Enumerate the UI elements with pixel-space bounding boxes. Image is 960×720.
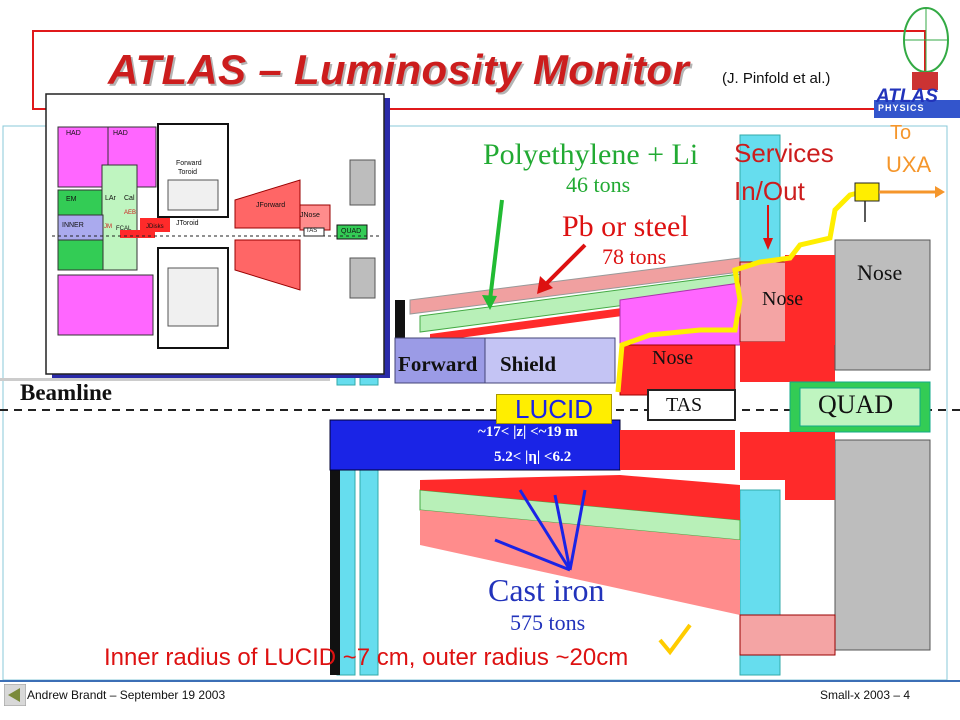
inset-toroid-core-low — [167, 267, 219, 327]
title-frame — [32, 30, 926, 110]
inset-fcal-label: FCAL — [116, 226, 132, 232]
pmts-label: PMTs — [846, 222, 894, 243]
nose-center-label: Nose — [652, 347, 694, 369]
inset-quad-label: QUAD — [341, 228, 362, 235]
check-mark — [658, 623, 692, 656]
atlas-logo — [874, 7, 960, 118]
quad-inner — [799, 387, 921, 427]
pb-label: Pb or steel — [562, 210, 689, 243]
forward-label: Forward — [398, 352, 478, 376]
footer-author: Andrew Brandt – September 19 2003 — [27, 688, 226, 702]
inset-jnose — [299, 204, 331, 231]
in-out-label: In/Out — [734, 176, 805, 206]
lower-red-block — [620, 430, 735, 470]
inset-lar — [101, 164, 138, 271]
inset-jforward-label: JForward — [256, 202, 286, 209]
forward-block — [394, 337, 486, 384]
inset-had1: HAD — [66, 130, 81, 137]
lower-nose-block — [739, 614, 836, 656]
footer-page: Small-x 2003 – 4 — [820, 688, 911, 702]
services-label: Services — [734, 138, 834, 168]
inset-tas — [303, 227, 325, 237]
services-arrowhead — [763, 238, 773, 250]
pb-arrow — [543, 243, 587, 287]
band — [0, 378, 330, 381]
inset-fcal — [120, 230, 155, 238]
inset-had2: HAD — [113, 130, 128, 137]
inset-lar-label: LAr — [105, 195, 116, 202]
inset-jnose-label: JNose — [300, 212, 320, 219]
inset-tas-label: TAS — [306, 228, 318, 234]
inset-toroid-core — [167, 179, 219, 211]
poly-tons-label: 46 tons — [566, 172, 631, 197]
shield-label: Shield — [500, 352, 557, 376]
eta-range-label: 5.2< |η| <6.2 — [494, 449, 572, 465]
red-side — [785, 255, 835, 345]
inset-forward-toroid-2: Toroid — [178, 169, 198, 176]
quad-label: QUAD — [818, 390, 894, 419]
inset-had-low — [57, 274, 154, 336]
lucid-label: LUCID — [496, 394, 612, 424]
nose-grey-block — [834, 239, 931, 371]
cast-iron-tons-label: 575 tons — [510, 610, 586, 635]
uxa-label: UXA — [886, 152, 932, 177]
atlas-logo-text: ATLAS — [876, 86, 938, 107]
lower-red-side — [785, 440, 835, 500]
pb-tons-label: 78 tons — [602, 244, 667, 269]
pb-arrowhead — [537, 276, 553, 294]
previous-slide-icon[interactable] — [4, 684, 26, 706]
atlas-logo-sub: PHYSICS — [878, 103, 925, 113]
inset-jtoroid-label: JToroid — [176, 220, 199, 227]
inset-grey-low — [349, 257, 376, 299]
to-label: To — [890, 122, 912, 144]
black-bar-2 — [395, 300, 405, 340]
inset-aeb-label: AEB — [124, 210, 137, 216]
cast-iron-label: Cast iron — [488, 572, 605, 608]
footer-rule — [0, 680, 960, 682]
pmt-box — [854, 182, 880, 202]
black-bar-1 — [330, 430, 340, 675]
slide-subtitle: (J. Pinfold et al.) — [722, 70, 831, 87]
inset-cal-label: Cal — [124, 195, 135, 202]
slide-title: ATLAS – Luminosity Monitor — [108, 46, 689, 93]
inset-jm-label: JM — [104, 224, 112, 230]
lower-grey-block — [834, 439, 931, 651]
atlas-figure — [912, 72, 938, 94]
atlas-logo-sub-bg — [874, 100, 960, 118]
inset-em-low — [57, 239, 104, 271]
tas-block — [647, 389, 736, 421]
inset-grey-top — [349, 159, 376, 206]
poly-arrowhead — [482, 295, 497, 310]
pmt-cable — [615, 187, 871, 393]
poly-label: Polyethylene + Li — [483, 138, 699, 171]
inset-forward-toroid-1: Forward — [176, 160, 202, 167]
nose-grey-label: Nose — [857, 260, 903, 285]
beamline-label: Beamline — [20, 380, 112, 405]
cast-iron-arrows — [494, 489, 587, 572]
lower-red-cone — [420, 475, 740, 520]
tas-label: TAS — [666, 394, 703, 416]
inset-em-label: EM — [66, 196, 77, 203]
inset-em — [57, 189, 104, 216]
inset-inner-label: INNER — [62, 222, 84, 229]
radius-note: Inner radius of LUCID ~7 cm, outer radiu… — [104, 644, 629, 671]
nose-right-lower — [740, 342, 835, 382]
z-range-label: ~17< |z| <~19 m — [478, 424, 578, 440]
inset-jdisk — [140, 218, 170, 232]
inset-jdisks-label: JDisks — [146, 224, 164, 230]
to-uxa-arrowhead — [935, 186, 945, 198]
shield-block — [484, 337, 616, 384]
inset-jforward-low — [234, 239, 301, 291]
nose-right-label: Nose — [762, 288, 804, 310]
lower-pink-cone — [420, 510, 740, 615]
poly-arrow — [488, 199, 504, 301]
